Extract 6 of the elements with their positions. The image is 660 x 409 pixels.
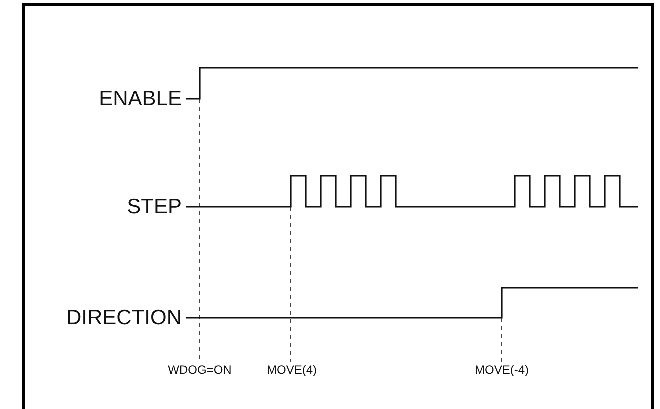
- signal-name: DIRECTION: [66, 308, 182, 328]
- marker-label: MOVE(-4): [475, 364, 529, 376]
- signal-name: STEP: [127, 196, 182, 218]
- marker-label: MOVE(4): [267, 364, 317, 376]
- marker-label: WDOG=ON: [168, 364, 232, 376]
- signal-name: ENABLE: [99, 88, 182, 110]
